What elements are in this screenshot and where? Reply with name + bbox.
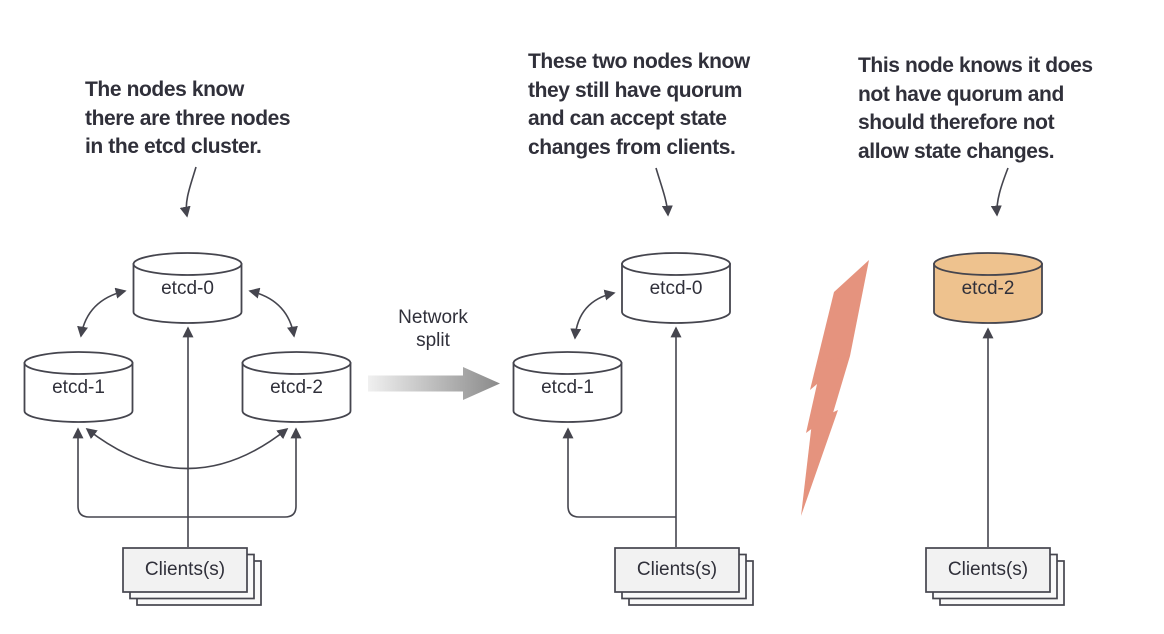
annotation-line: they still have quorum [528, 78, 743, 102]
clients-label-right: Clients(s) [947, 559, 1029, 580]
right-annotation-arrow [990, 167, 1009, 217]
annotation-line: The nodes know [85, 78, 244, 101]
node-label-left-etcd-2: etcd-2 [270, 377, 323, 398]
left-annotation-arrow [179, 166, 197, 218]
annotation-line: allow state changes. [858, 139, 1055, 163]
peer-link-etcd1-etcd2 [85, 427, 289, 470]
annotation-line: and can accept state [528, 107, 727, 130]
network-split-label: Network split [398, 306, 468, 352]
annotation-line: not have quorum and [858, 82, 1064, 106]
etcd-0-cylinder [132, 252, 243, 324]
middle-clients-etcd1-link [562, 427, 676, 518]
middle-clients-stack [614, 547, 754, 606]
annotation-middle: These two nodes know they still have quo… [528, 48, 750, 162]
left-clients-etcd1-etcd2-link [72, 427, 302, 518]
network-split-arrow [368, 367, 500, 400]
left-cluster [23, 166, 352, 606]
etcd-2-cylinder [241, 351, 352, 423]
peer-link-etcd0-etcd2 [248, 287, 298, 338]
network-split-line: split [416, 330, 450, 351]
etcd-0-cylinder-middle [621, 252, 731, 324]
peer-link-etcd0-etcd1 [77, 287, 127, 338]
node-label-left-etcd-0: etcd-0 [161, 278, 214, 299]
annotation-line: should therefore not [858, 111, 1055, 134]
annotation-line: there are three nodes [85, 106, 291, 130]
middle-cluster [512, 167, 754, 606]
etcd-2-cylinder-isolated [933, 252, 1043, 324]
right-clients-stack [925, 547, 1065, 606]
middle-annotation-arrow [655, 167, 673, 217]
annotation-line: changes from clients. [528, 135, 736, 159]
annotation-right: This node knows it does not have quorum … [858, 52, 1093, 166]
lightning-bolt-icon [801, 260, 869, 516]
node-label-left-etcd-1: etcd-1 [52, 377, 105, 398]
clients-label-middle: Clients(s) [636, 559, 718, 580]
node-label-middle-etcd-1: etcd-1 [541, 377, 594, 398]
etcd-1-cylinder [23, 351, 134, 423]
peer-link-etcd0-etcd1-middle [570, 289, 616, 340]
right-isolated-node [925, 167, 1065, 606]
node-label-right-etcd-2: etcd-2 [961, 278, 1015, 299]
annotation-left: The nodes know there are three nodes in … [85, 76, 291, 162]
annotation-line: These two nodes know [528, 50, 750, 73]
annotation-line: in the etcd cluster. [85, 135, 262, 158]
etcd-1-cylinder-middle [512, 351, 623, 423]
clients-label-left: Clients(s) [144, 559, 226, 580]
left-clients-stack [122, 547, 262, 606]
node-label-middle-etcd-0: etcd-0 [649, 278, 703, 299]
annotation-line: This node knows it does [858, 54, 1093, 77]
network-split-line: Network [398, 307, 468, 328]
